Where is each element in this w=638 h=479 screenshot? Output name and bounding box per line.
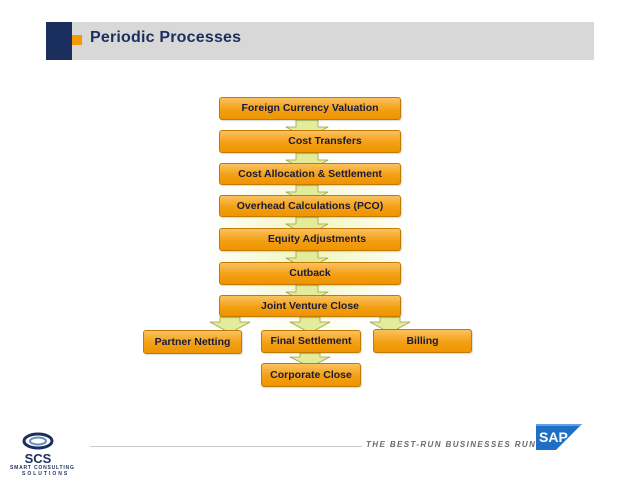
sap-logo-shape-icon: [536, 424, 582, 450]
arrow-jv-to-partner-netting: [209, 316, 251, 334]
node-cutback: Cutback: [219, 262, 401, 285]
node-billing: Billing: [373, 329, 472, 353]
node-label: Cost Allocation & Settlement: [238, 167, 382, 180]
footer-divider: [90, 446, 362, 447]
scs-subtitle-line1: SMART CONSULTING: [10, 465, 75, 471]
node-partner-netting: Partner Netting: [143, 330, 242, 354]
header-accent-navy: [46, 22, 72, 60]
header-bar: [46, 22, 594, 60]
node-foreign-currency-valuation: Foreign Currency Valuation: [219, 97, 401, 120]
node-label: Final Settlement: [270, 335, 352, 348]
node-label: Billing: [406, 334, 439, 347]
header-accent-orange: [72, 35, 82, 45]
scs-subtitle-line2: SOLUTIONS: [22, 471, 70, 477]
scs-logo-swoosh-icon: [22, 432, 54, 450]
node-corporate-close: Corporate Close: [261, 363, 361, 387]
node-label: Partner Netting: [154, 335, 231, 348]
node-label: Equity Adjustments: [267, 233, 367, 246]
sap-logo-text: SAP: [539, 429, 568, 445]
arrow-jv-to-final-settlement: [289, 316, 331, 334]
scs-logo-text: SCS: [25, 451, 52, 466]
node-cost-transfers: Cost Transfers: [219, 130, 401, 153]
node-joint-venture-close: Joint Venture Close: [219, 295, 401, 317]
page-title: Periodic Processes: [90, 29, 242, 46]
sap-logo: SAP: [536, 424, 582, 450]
node-label: Foreign Currency Valuation: [241, 102, 379, 115]
node-overhead-calculations: Overhead Calculations (PCO): [219, 195, 401, 217]
node-label: Corporate Close: [270, 368, 352, 381]
node-label: Joint Venture Close: [260, 299, 360, 312]
node-cost-allocation-settlement: Cost Allocation & Settlement: [219, 163, 401, 185]
scs-logo: SCS: [22, 432, 54, 466]
node-label: Cost Transfers: [288, 135, 362, 148]
node-final-settlement: Final Settlement: [261, 330, 361, 353]
footer-tagline: THE BEST-RUN BUSINESSES RUN SAP: [366, 440, 561, 449]
arrow-jv-to-billing: [369, 316, 411, 334]
node-equity-adjustments: Equity Adjustments: [219, 228, 401, 251]
arrow-final-settlement-to-corporate-close: [289, 352, 331, 368]
node-label: Cutback: [289, 267, 331, 280]
node-label: Overhead Calculations (PCO): [236, 199, 384, 212]
